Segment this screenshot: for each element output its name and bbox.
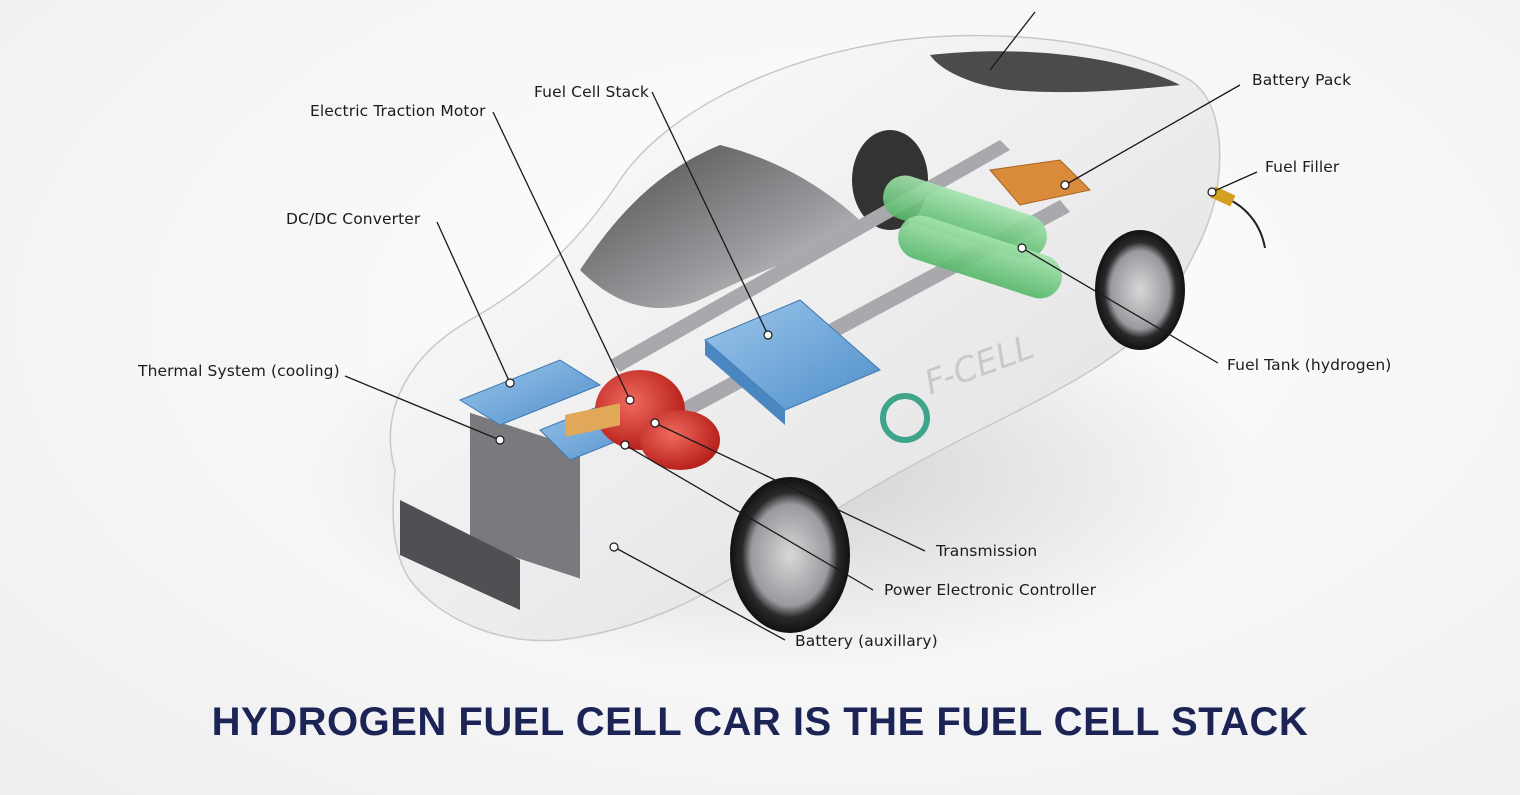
front-right-wheel [730, 477, 850, 633]
fuel-filler-nozzle [1210, 186, 1236, 207]
label-battery-auxiliary: Battery (auxillary) [795, 632, 938, 650]
leader-lines [344, 84, 1258, 641]
hydrogen-tank [898, 215, 1062, 299]
label-fuel-tank: Fuel Tank (hydrogen) [1227, 356, 1392, 374]
rear-window [930, 51, 1180, 93]
label-transmission: Transmission [936, 542, 1038, 560]
battery-pack [989, 159, 1092, 206]
label-battery-pack: Battery Pack [1252, 71, 1352, 89]
radiator [470, 412, 580, 579]
label-thermal-system: Thermal System (cooling) [138, 362, 340, 380]
f-cell-logo [880, 393, 930, 443]
label-fuel-filler: Fuel Filler [1265, 158, 1340, 176]
windshield [580, 145, 870, 309]
leader-dots [495, 180, 1217, 552]
label-dc-dc-converter: DC/DC Converter [286, 210, 421, 228]
fuel-cell-stack-side [705, 340, 785, 425]
page-title: HYDROGEN FUEL CELL CAR IS THE FUEL CELL … [211, 700, 1309, 744]
dc-dc-converter-part [458, 359, 602, 426]
rear-right-wheel [1095, 230, 1185, 350]
fuel-filler-hose [1214, 194, 1266, 249]
front-grille [400, 500, 520, 610]
auxiliary-battery [565, 403, 620, 437]
label-power-electronic-controller: Power Electronic Controller [884, 581, 1097, 599]
label-fuel-cell-stack: Fuel Cell Stack [534, 83, 649, 101]
hydrogen-tank [883, 175, 1047, 259]
label-electric-traction-motor: Electric Traction Motor [310, 102, 486, 120]
